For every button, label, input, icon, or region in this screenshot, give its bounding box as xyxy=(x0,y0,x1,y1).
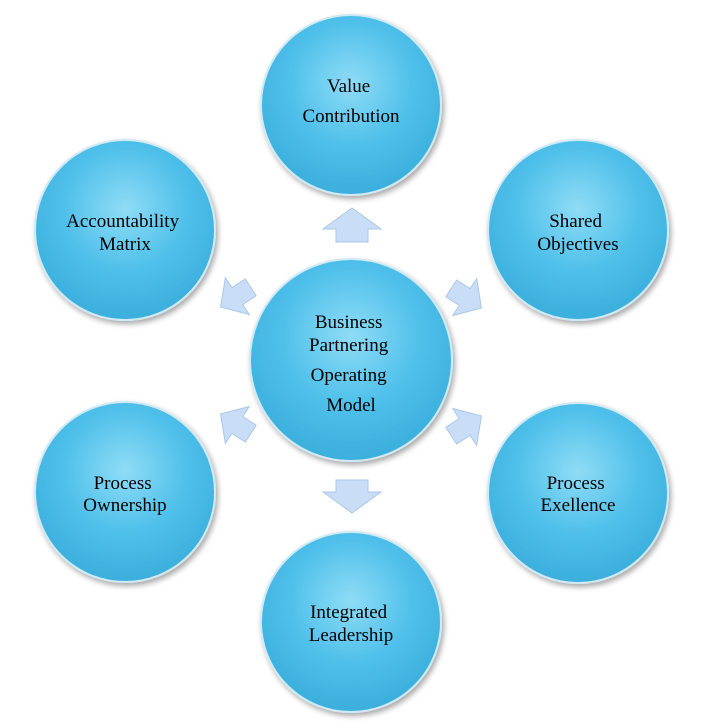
node-circle xyxy=(487,402,669,584)
node-label-line: Process xyxy=(94,473,152,494)
arrows-group xyxy=(219,207,483,514)
svg-text:Process Exellence: Process Exellence xyxy=(541,473,616,516)
node-circle xyxy=(260,531,442,713)
node-value-contribution: Value Contribution xyxy=(260,14,442,196)
node-label-line: Objectives xyxy=(537,234,618,255)
center-label-line: Partnering xyxy=(309,335,389,356)
svg-text:Integrated Leadership: Integrated Leadership xyxy=(309,602,393,646)
svg-text:Process Ownership: Process Ownership xyxy=(83,473,166,516)
node-center-business-partnering: Business Partnering Operating Model xyxy=(249,258,453,462)
node-label-line: Shared xyxy=(549,211,602,232)
arrow-to-process-exellence xyxy=(445,407,483,447)
node-circle xyxy=(260,14,442,196)
node-circle xyxy=(34,401,216,583)
arrow-to-shared-objectives xyxy=(445,277,483,317)
svg-text:Value Contribution: Value Contribution xyxy=(302,76,400,127)
node-circle xyxy=(34,139,216,321)
arrow-to-process-ownership xyxy=(219,405,257,445)
arrow-to-accountability-matrix xyxy=(219,276,257,316)
node-label-line: Integrated xyxy=(310,602,388,623)
center-circle xyxy=(249,258,453,462)
svg-text:Business Partnering: Business Partnering Operating Model xyxy=(309,312,393,416)
node-circle xyxy=(487,139,669,321)
center-label-line: Operating xyxy=(311,365,387,386)
node-label-line: Matrix xyxy=(99,234,151,255)
center-label-line: Business xyxy=(315,312,383,333)
node-shared-objectives: Shared Objectives xyxy=(487,139,669,321)
arrow-up-to-value-contribution xyxy=(321,207,383,243)
node-process-ownership: Process Ownership xyxy=(34,401,216,583)
node-label-line: Accountability xyxy=(66,211,179,232)
node-label-line: Process xyxy=(547,473,605,494)
node-label-line: Ownership xyxy=(83,495,166,516)
svg-text:Accountability Matrix: Accountability Matrix xyxy=(66,211,184,255)
node-accountability-matrix: Accountability Matrix xyxy=(34,139,216,321)
center-label-line: Model xyxy=(326,395,376,416)
node-label-line: Contribution xyxy=(302,106,400,127)
node-integrated-leadership: Integrated Leadership xyxy=(260,531,442,713)
node-label-line: Exellence xyxy=(541,495,616,516)
node-process-exellence: Process Exellence xyxy=(487,402,669,584)
node-label-line: Leadership xyxy=(309,625,393,646)
arrow-down-to-integrated-leadership xyxy=(321,479,383,514)
node-label-line: Value xyxy=(327,76,370,97)
svg-text:Shared Objectives: Shared Objectives xyxy=(537,211,618,255)
